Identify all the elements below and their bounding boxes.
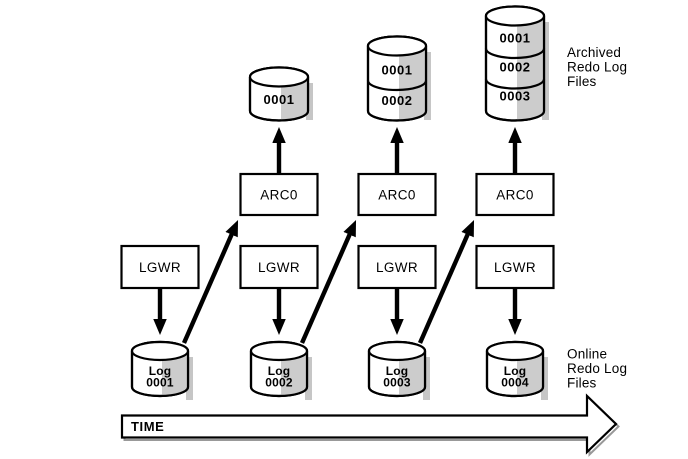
archived-segment-label: 0003 [500, 89, 531, 104]
archived-cylinder-col3: 0001 0002 [366, 35, 431, 122]
arc0-box-col2: ARC0 [239, 172, 319, 217]
cylinder-top-ellipse [249, 340, 309, 362]
archived-files-label-line2: Redo Log [567, 60, 627, 75]
lgwr-box-col3: LGWR [357, 244, 437, 290]
archived-cylinder-col2: 0001 [248, 66, 313, 122]
cylinder-top-ellipse [485, 340, 545, 362]
arc0-label: ARC0 [260, 188, 298, 203]
lgwr-label: LGWR [139, 260, 181, 275]
archived-files-label: Archived Redo Log Files [567, 45, 627, 89]
lgwr-box-col1: LGWR [120, 244, 200, 290]
cylinder-top-ellipse [367, 340, 427, 362]
diagonal-arrow-log0002-to-arc0 [299, 219, 357, 344]
arc0-label: ARC0 [496, 188, 534, 203]
log-label-line1: Log [149, 364, 172, 378]
log-label-line1: Log [504, 364, 527, 378]
time-label: TIME [131, 419, 164, 434]
online-files-label-line2: Redo Log [567, 361, 627, 376]
arc0-label: ARC0 [378, 188, 416, 203]
online-log-cylinder-0002: Log 0002 [249, 340, 312, 400]
online-log-cylinder-0003: Log 0003 [367, 340, 430, 400]
time-arrow-shape [120, 393, 618, 455]
cylinder-segment-divider [366, 80, 428, 92]
archived-segment-label: 0001 [264, 92, 295, 107]
arc0-box-col4: ARC0 [475, 172, 555, 217]
lgwr-label: LGWR [258, 260, 300, 275]
lgwr-label: LGWR [494, 260, 536, 275]
cylinder-top-ellipse [484, 5, 546, 27]
online-files-label-line1: Online [567, 347, 607, 362]
cylinder-top-ellipse [130, 340, 190, 362]
online-log-cylinder-0004: Log 0004 [485, 340, 548, 400]
archived-segment-label: 0002 [500, 60, 531, 75]
log-label-line1: Log [386, 364, 409, 378]
log-label-line1: Log [268, 364, 291, 378]
archived-files-label-line1: Archived [567, 45, 621, 60]
log-label-line2: 0002 [265, 376, 293, 390]
lgwr-box-col4: LGWR [475, 244, 555, 290]
online-files-label: Online Redo Log Files [567, 347, 627, 391]
archived-segment-label: 0002 [382, 93, 413, 108]
cylinder-top-ellipse [366, 35, 428, 57]
archived-segment-label: 0001 [500, 31, 531, 46]
log-label-line2: 0001 [146, 376, 174, 390]
time-arrow: TIME [120, 393, 620, 457]
lgwr-box-col2: LGWR [239, 244, 319, 290]
online-files-label-line3: Files [567, 376, 597, 391]
archived-files-label-line3: Files [567, 74, 597, 89]
diagonal-arrow-log0001-to-arc0 [181, 219, 239, 344]
arc0-box-col3: ARC0 [357, 172, 437, 217]
cylinder-segment-divider [484, 48, 546, 60]
diagonal-arrow-log0003-to-arc0 [417, 219, 475, 344]
archived-segment-label: 0001 [382, 63, 413, 78]
log-label-line2: 0003 [383, 376, 411, 390]
archived-cylinder-col4: 0001 0002 0003 [484, 5, 549, 122]
online-log-cylinder-0001: Log 0001 [130, 340, 193, 400]
log-label-line2: 0004 [501, 376, 529, 390]
cylinder-top-ellipse [248, 66, 310, 88]
cylinder-segment-divider [484, 78, 546, 90]
lgwr-label: LGWR [376, 260, 418, 275]
